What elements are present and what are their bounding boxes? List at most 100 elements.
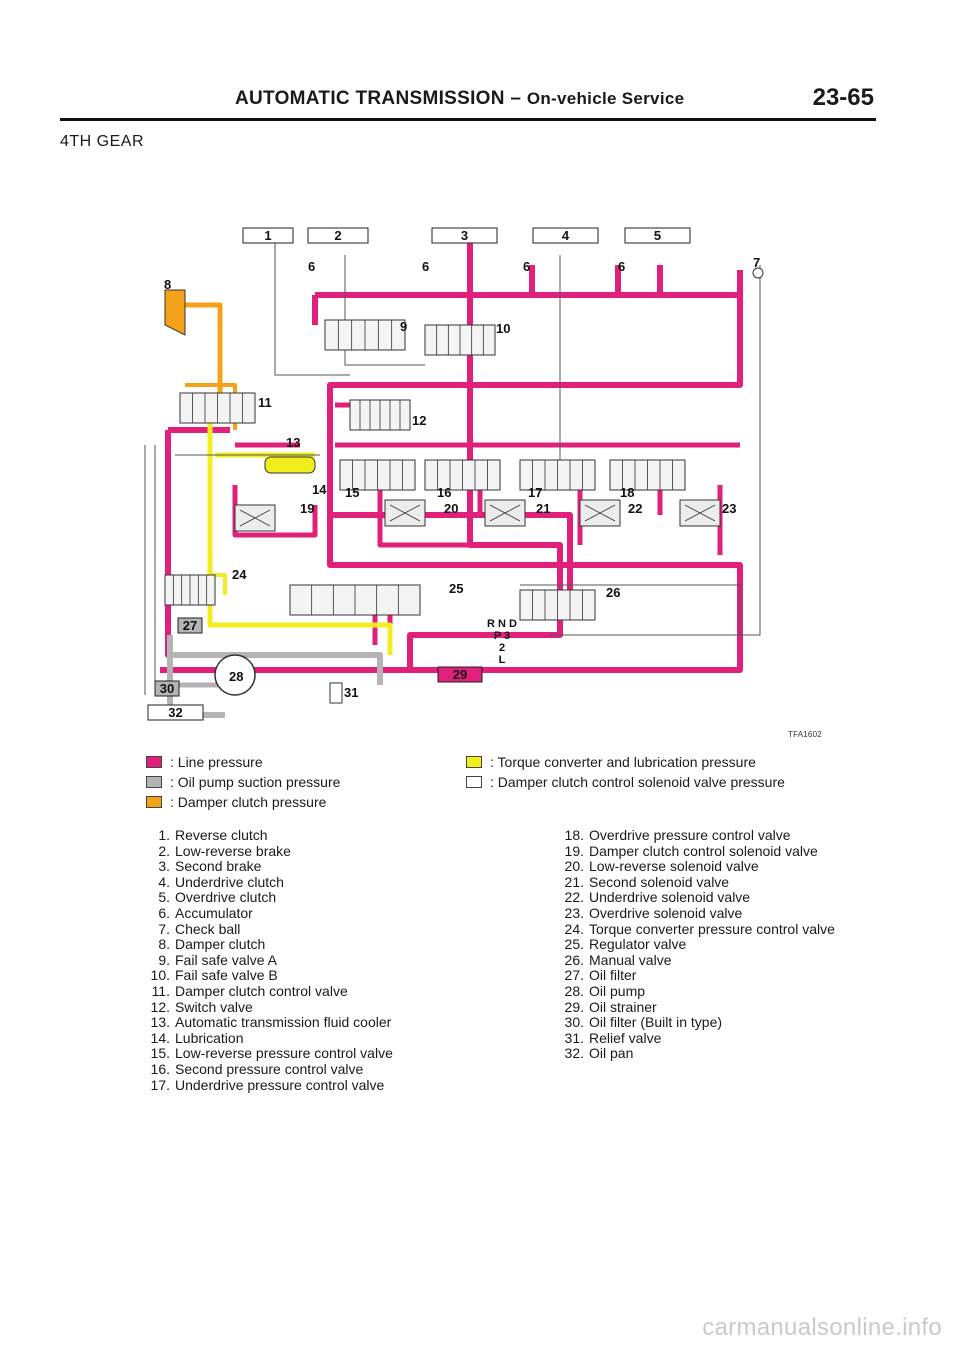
line-pressure-path — [529, 265, 663, 295]
part-item: 21.Second solenoid valve — [554, 873, 864, 891]
part-name: Fail safe valve B — [175, 967, 278, 984]
component-box-label: 1 — [264, 228, 271, 243]
part-item: 3.Second brake — [140, 859, 460, 875]
callout-label: 13 — [286, 435, 300, 450]
callout-label: 16 — [437, 485, 451, 500]
damper-clutch-control-solenoid-valve-coil — [239, 509, 271, 527]
part-item: 20. Low-reverse solenoid valve — [554, 859, 864, 875]
part-name: Second brake — [175, 858, 262, 875]
shift-position-label: 2 — [499, 642, 505, 654]
part-name: Overdrive pressure control valve — [589, 827, 791, 843]
part-item: 15.Low-reverse pressure control valve — [140, 1046, 460, 1062]
part-name: Damper clutch control solenoid valve — [589, 842, 818, 859]
header-title: AUTOMATIC TRANSMISSION – On-vehicle Serv… — [235, 88, 684, 110]
part-number: 8. — [158, 936, 170, 953]
legend-item: : Torque converter and lubrication press… — [466, 754, 756, 770]
part-item: 4.Underdrive clutch — [140, 874, 460, 891]
part-item: 22.Underdrive solenoid valve — [554, 890, 864, 906]
part-name: Lubrication — [175, 1029, 244, 1046]
legend-label: : Damper clutch pressure — [170, 794, 327, 810]
thin-circuit-line — [344, 255, 425, 366]
part-item: 5.Overdrive clutch — [140, 890, 460, 906]
part-number: 18. — [564, 827, 584, 843]
legend-item: : Line pressure — [146, 754, 263, 770]
header-title-main: AUTOMATIC TRANSMISSION – — [235, 88, 527, 109]
part-item: 24.Torque converter pressure control val… — [554, 920, 864, 938]
part-number: 11. — [151, 982, 170, 999]
component-box — [242, 227, 294, 244]
legend-label: : Line pressure — [170, 754, 263, 770]
component-box-label: 30 — [160, 681, 174, 696]
part-number: 1. — [158, 827, 170, 843]
part-name: Underdrive pressure control valve — [175, 1076, 385, 1093]
callout-label: 23 — [722, 501, 736, 516]
part-name: Underdrive solenoid valve — [589, 889, 751, 906]
page-header: AUTOMATIC TRANSMISSION – On-vehicle Serv… — [60, 84, 876, 121]
part-number: 10. — [150, 967, 170, 984]
thin-circuit-line — [274, 235, 350, 376]
shift-position-label: P 3 — [494, 630, 510, 642]
callout-label: 22 — [628, 501, 642, 516]
callout-label: 20 — [444, 501, 458, 516]
callout-label: 26 — [606, 585, 620, 600]
legend-label: : Oil pump suction pressure — [170, 774, 341, 790]
watermark: carmanualsonline.info — [702, 1314, 942, 1341]
part-item: 1.Reverse clutch — [140, 827, 460, 844]
page-number: 23-65 — [812, 84, 874, 111]
thin-circuit-line — [520, 584, 741, 635]
part-number: 9. — [158, 951, 170, 968]
callout-label: 11 — [258, 395, 272, 410]
header-title-sub: On-vehicle Service — [526, 89, 685, 108]
part-name: Second solenoid valve — [589, 873, 730, 890]
callout-label: 25 — [449, 581, 463, 596]
part-item: 32.Oil pan — [554, 1046, 864, 1062]
part-name: Regulator valve — [589, 936, 687, 953]
part-name: Automatic transmission fluid cooler — [175, 1014, 392, 1031]
part-number: 15. — [150, 1045, 170, 1062]
callout-label: 17 — [528, 485, 542, 500]
thin-circuit-line — [550, 265, 761, 636]
part-item: 31.Relief valve — [554, 1030, 864, 1047]
part-name: Low-reverse solenoid valve — [589, 858, 759, 875]
callout-label: 31 — [344, 685, 358, 700]
part-item: 6.Accumulator — [140, 904, 460, 922]
part-number: 20. — [564, 858, 584, 875]
component-box-label: 27 — [183, 618, 197, 633]
callout-label: 7 — [753, 255, 760, 270]
callout-label: 14 — [312, 482, 327, 497]
part-number: 16. — [150, 1060, 170, 1077]
part-number: 6. — [158, 904, 170, 921]
part-number: 2. — [158, 842, 170, 859]
part-number: 26. — [564, 951, 584, 968]
circuit-components — [147, 227, 764, 721]
component-box-label: 32 — [168, 705, 182, 720]
part-name: Manual valve — [589, 951, 672, 968]
callout-label: 8 — [164, 277, 171, 292]
legend-swatch — [466, 776, 482, 788]
part-item: 2.Low-reverse brake — [140, 842, 460, 860]
shift-position-label: L — [499, 654, 506, 666]
part-item: 7.Check ball — [140, 921, 460, 938]
part-number: 28. — [564, 982, 584, 999]
fluid-cooler — [264, 456, 316, 474]
part-item: 13.Automatic transmission fluid cooler — [140, 1015, 460, 1031]
part-item: 19.Damper clutch control solenoid valve — [554, 842, 864, 860]
line-pressure-path — [160, 270, 743, 673]
callout-label: 24 — [232, 567, 247, 582]
damper-clutch-pressure-path — [180, 302, 223, 415]
part-number: 32. — [564, 1045, 584, 1062]
part-item: 9.Fail safe valve A — [140, 951, 460, 969]
part-item: 25.Regulator valve — [554, 937, 864, 953]
part-name: Torque converter pressure control valve — [589, 920, 835, 937]
part-item: 14.Lubrication — [140, 1029, 460, 1047]
part-number: 5. — [158, 889, 170, 906]
component-box — [431, 227, 498, 244]
part-item: 23.Overdrive solenoid valve — [554, 904, 864, 922]
figure-reference-code: TFA1602 — [788, 730, 822, 739]
callout-label: 10 — [496, 321, 510, 336]
component-box — [177, 617, 203, 634]
part-number: 23. — [564, 904, 584, 921]
callout-label: 21 — [536, 501, 550, 516]
